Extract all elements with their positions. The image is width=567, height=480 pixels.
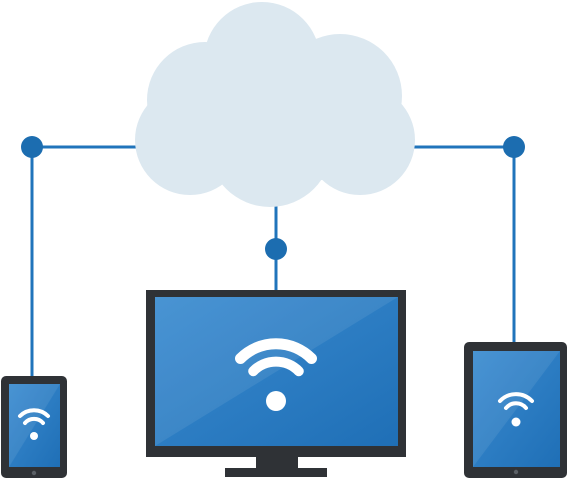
connection-nodes (21, 136, 525, 260)
smartphone-device (1, 376, 67, 478)
cloud-icon (135, 2, 415, 207)
node-left (21, 136, 43, 158)
wifi-icon (235, 338, 317, 411)
wifi-icon (498, 392, 534, 427)
tablet-home-button (513, 469, 519, 475)
node-center (265, 238, 287, 260)
monitor-screen-shine (155, 297, 398, 446)
smartphone-home-button (31, 470, 37, 476)
smartphone-screen-shine (9, 384, 60, 467)
wifi-icon (18, 408, 50, 440)
tablet-screen (473, 351, 560, 467)
monitor-stand-base (225, 468, 327, 477)
tablet-device (464, 342, 567, 478)
tablet-screen-shine (473, 351, 560, 467)
monitor-stand-neck (256, 455, 298, 469)
smartphone-screen (9, 384, 60, 467)
node-right (503, 136, 525, 158)
monitor-screen (155, 297, 398, 446)
monitor-device (146, 290, 406, 477)
